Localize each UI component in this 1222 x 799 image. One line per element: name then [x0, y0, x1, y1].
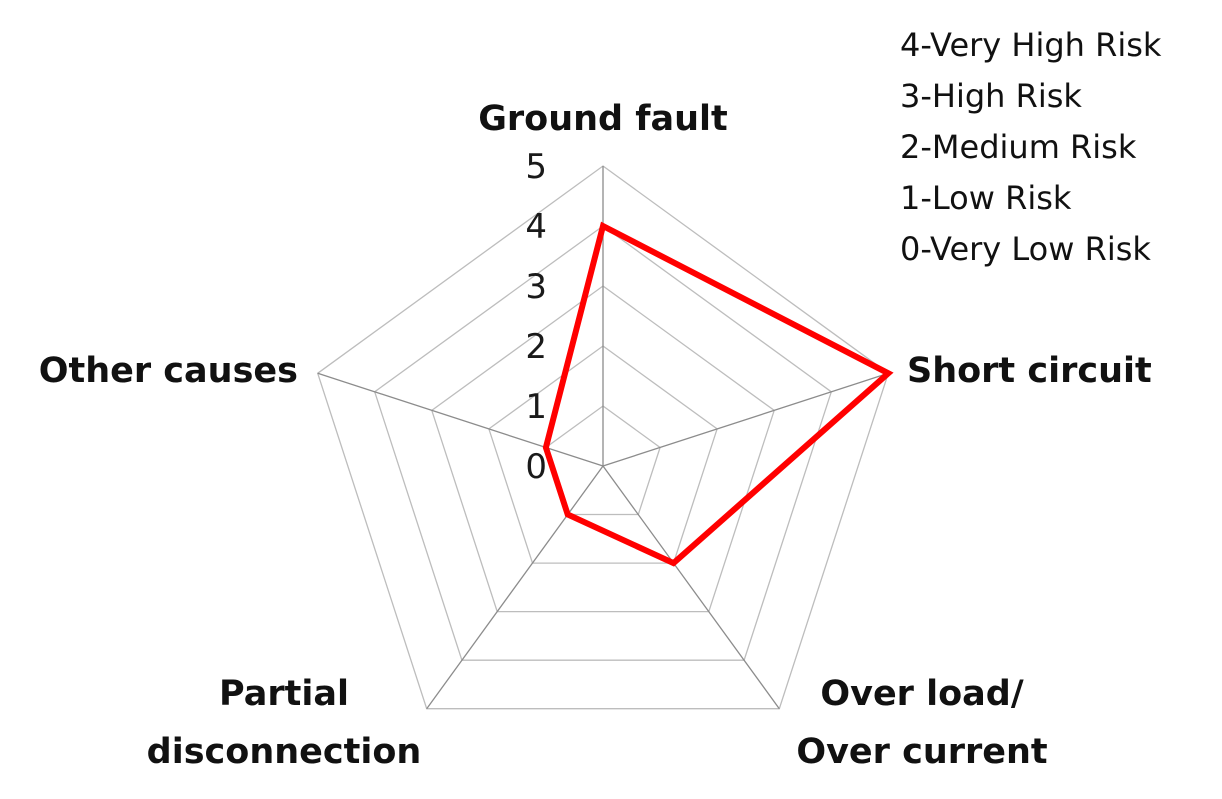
axis-spoke-4	[317, 372, 604, 467]
grid-ring-4	[373, 225, 833, 661]
legend-line-1: 3-High Risk	[900, 77, 1082, 115]
axis-spoke-3	[426, 465, 604, 710]
tick-label-3: 3	[525, 267, 547, 307]
legend-line-2: 2-Medium Risk	[900, 128, 1137, 166]
series-line-0	[542, 221, 894, 567]
tick-label-5: 5	[525, 147, 547, 187]
axis-label-2: Over load/Over current	[796, 674, 1047, 772]
axis-spoke-2	[602, 465, 780, 710]
legend-line-4: 0-Very Low Risk	[900, 230, 1151, 268]
grid-layer	[316, 165, 890, 710]
tick-labels: 0 1 2 3 4 5	[525, 147, 547, 487]
tick-label-0: 0	[525, 447, 547, 487]
legend-line-3: 1-Low Risk	[900, 179, 1072, 217]
axis-label-1: Short circuit	[907, 351, 1152, 391]
axis-spoke-1	[602, 372, 889, 467]
risk-legend: 4-Very High Risk 3-High Risk 2-Medium Risk…	[900, 26, 1162, 268]
tick-label-1: 1	[525, 387, 547, 427]
grid-ring-2	[488, 345, 718, 564]
grid-ring-5	[316, 165, 890, 710]
grid-ring-1	[545, 405, 661, 516]
legend-line-0: 4-Very High Risk	[900, 26, 1162, 64]
axis-label-0: Ground fault	[478, 99, 728, 139]
tick-label-2: 2	[525, 327, 547, 367]
grid-ring-3	[431, 285, 775, 613]
tick-label-4: 4	[525, 207, 547, 247]
series-layer	[542, 221, 894, 567]
axis-label-4: Other causes	[39, 351, 298, 391]
